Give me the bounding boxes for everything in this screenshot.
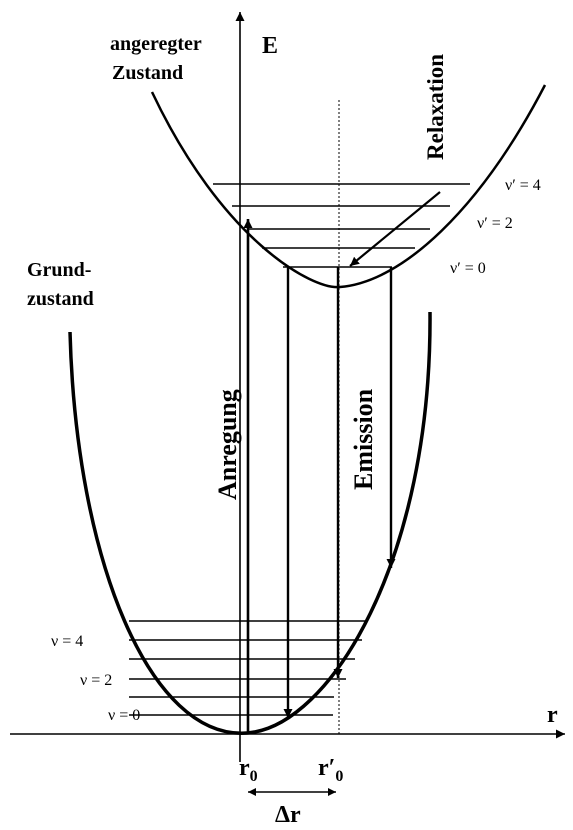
emission-label: Emission — [349, 388, 378, 490]
r0-label-subscript: 0 — [250, 768, 258, 785]
r0-prime-label-subscript: 0 — [335, 768, 343, 785]
ground-level-label-v0: ν = 0 — [108, 707, 140, 724]
delta-r-label: Δr — [275, 802, 301, 828]
relaxation-label: Relaxation — [423, 54, 448, 160]
excitation-label: Anregung — [213, 389, 242, 500]
excited-state-levels — [213, 183, 470, 268]
excited-level-label-v2: ν′ = 2 — [477, 215, 513, 232]
excited-level-label-v4: ν′ = 4 — [505, 177, 541, 194]
excited-level-label-v0: ν′ = 0 — [450, 260, 486, 277]
excited-state-label-line2: Zustand — [112, 62, 183, 84]
excited-state-label-line1: angeregter — [110, 33, 202, 55]
r0-prime-label-main: r′ — [318, 755, 335, 781]
ground-state-label-line1: Grund- — [27, 259, 91, 281]
r-axis-label: r — [547, 702, 558, 728]
relaxation-arrow — [349, 191, 441, 267]
ground-state-levels — [129, 620, 367, 716]
energy-axis-label: E — [262, 33, 278, 59]
r0-label-main: r — [239, 755, 250, 781]
excited-state-curve — [150, 84, 547, 289]
ground-level-label-v2: ν = 2 — [80, 672, 112, 689]
ground-level-label-v4: ν = 4 — [51, 633, 83, 650]
r0-prime-label: r′0 — [318, 755, 343, 785]
r0-label: r0 — [239, 755, 258, 785]
ground-state-label-line2: zustand — [27, 288, 94, 310]
ground-state-curve — [68, 311, 432, 735]
